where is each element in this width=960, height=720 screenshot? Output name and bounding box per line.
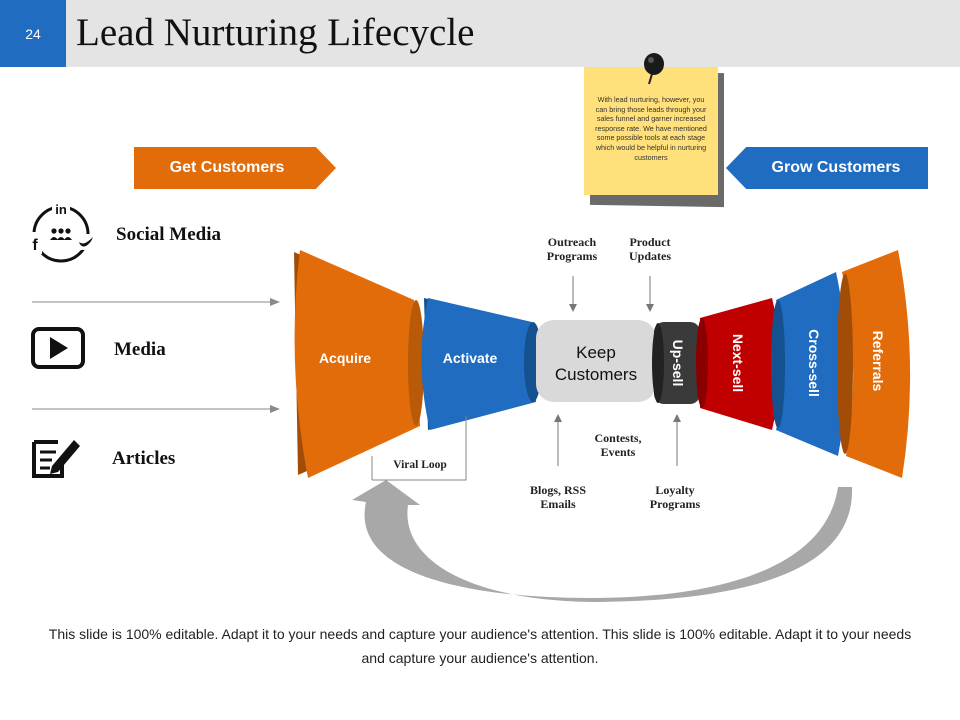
- slide-number: 24: [0, 0, 66, 67]
- contests-events-label: Contests, Events: [594, 431, 642, 459]
- blogs-arrow: [554, 414, 562, 466]
- outreach-programs-label: Outreach Programs: [546, 235, 598, 263]
- svg-text:in: in: [55, 202, 67, 217]
- nextsell-label: Next-sell: [730, 334, 746, 392]
- svg-text:f: f: [32, 237, 38, 254]
- channel-arrow-1: [32, 298, 280, 306]
- social-network-icon: in f: [28, 200, 94, 263]
- blogs-rss-emails-label: Blogs, RSS Emails: [529, 483, 587, 511]
- loyalty-programs-label: Loyalty Programs: [649, 483, 701, 511]
- activate-label: Activate: [443, 350, 498, 366]
- referrals-label: Referrals: [870, 331, 886, 392]
- referrals-stage: [837, 250, 911, 478]
- crosssell-stage: [771, 272, 847, 456]
- page-title: Lead Nurturing Lifecycle: [76, 11, 475, 54]
- viral-return-arrow: [352, 480, 853, 602]
- loyalty-arrow: [673, 414, 681, 466]
- footer-text: This slide is 100% editable. Adapt it to…: [48, 626, 912, 666]
- viral-loop-bracket: [372, 416, 467, 481]
- grow-customers-banner: Grow Customers: [726, 147, 928, 189]
- product-updates-arrow: [646, 276, 654, 312]
- document-edit-icon: [32, 440, 80, 478]
- outreach-arrow: [569, 276, 577, 312]
- product-updates-label: Product Updates: [628, 235, 671, 263]
- header-bar: [0, 0, 960, 67]
- channel-arrow-2: [32, 405, 280, 413]
- channel-label-social-media: Social Media: [116, 224, 222, 245]
- nextsell-stage: [696, 298, 780, 430]
- upsell-label: Up-sell: [670, 340, 686, 387]
- keep-customers-stage: [536, 320, 656, 402]
- channel-label-media: Media: [114, 339, 166, 360]
- keep-customers-label: Keep Customers: [554, 343, 638, 384]
- channel-label-articles: Articles: [112, 448, 176, 469]
- play-icon: [31, 327, 85, 369]
- acquire-label: Acquire: [319, 350, 371, 366]
- pushpin-icon: [644, 53, 664, 85]
- get-customers-banner: Get Customers: [134, 147, 336, 189]
- sticky-note-text: With lead nurturing, however, you can br…: [595, 95, 707, 162]
- viral-loop-label: Viral Loop: [393, 459, 447, 471]
- crosssell-label: Cross-sell: [806, 329, 822, 397]
- sticky-note: With lead nurturing, however, you can br…: [584, 67, 718, 195]
- activate-stage: [421, 298, 542, 430]
- upsell-stage: [652, 322, 700, 404]
- acquire-stage: [294, 250, 424, 478]
